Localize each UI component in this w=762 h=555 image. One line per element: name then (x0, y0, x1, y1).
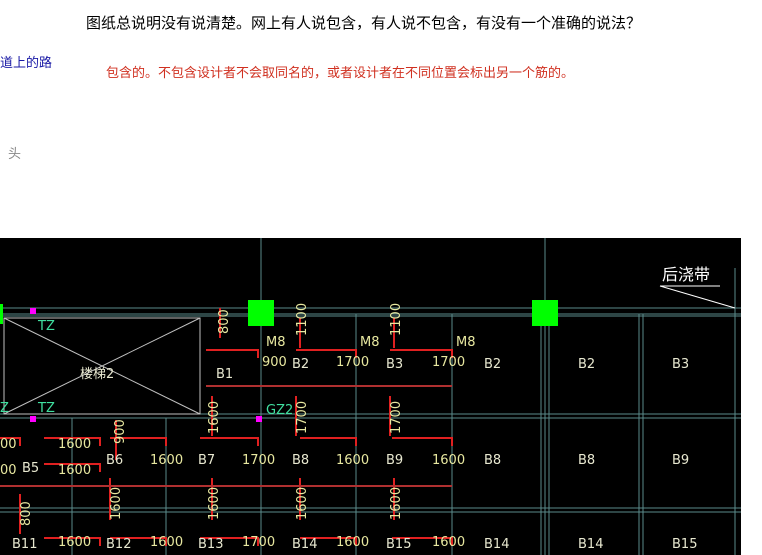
slab-tags: B1 B2 B3 B2 B2 B3 B5 B6 B7 B8 B9 B8 B8 B… (12, 357, 697, 552)
dim-1600: 1600 (432, 453, 465, 468)
slab-tag: B8 (292, 453, 309, 468)
dim-1600: 1600 (58, 463, 91, 478)
dim-1100: 1100 (389, 303, 404, 336)
slab-tag: B9 (386, 453, 403, 468)
marker-3 (30, 416, 36, 422)
slab-tag: B2 (292, 357, 309, 372)
slab-tag: B7 (198, 453, 215, 468)
gz2-label: GZ2 (266, 403, 293, 418)
dim-1600: 1600 (295, 487, 310, 520)
dim-1600: 1600 (432, 535, 465, 550)
dimension-labels: 800 1100 1100 900 1700 1700 1600 1700 17… (0, 303, 465, 550)
column-2 (532, 300, 558, 326)
dim-1700: 1700 (242, 453, 275, 468)
tz-label-2: TZ (37, 401, 55, 416)
text-fragment: 头 (8, 147, 22, 162)
dim-1700: 1700 (295, 401, 310, 434)
stair-label: 楼梯2 (80, 367, 114, 382)
rebar-lines (0, 308, 453, 546)
marker-2 (256, 416, 262, 422)
dim-900: 900 (262, 355, 287, 370)
m8-label-2: M8 (360, 335, 380, 350)
dim-1600: 1600 (109, 487, 124, 520)
dim-1600: 1600 (58, 437, 91, 452)
slab-tag: B3 (672, 357, 689, 372)
sidebar-link[interactable]: 道上的路 (0, 56, 53, 71)
stair-box (3, 317, 201, 415)
dim-1600: 1600 (207, 401, 222, 434)
slab-tag: B13 (198, 537, 223, 552)
column-1 (248, 300, 274, 326)
slab-tag: B9 (672, 453, 689, 468)
dim-800: 800 (217, 309, 232, 334)
slab-tag: B14 (484, 537, 509, 552)
slab-tag: B8 (578, 453, 595, 468)
slab-tag: B15 (386, 537, 411, 552)
slab-tag: B11 (12, 537, 37, 552)
marker-1 (30, 308, 36, 314)
dim-1700: 1700 (242, 535, 275, 550)
slab-tag: B8 (484, 453, 501, 468)
dim-1700: 1700 (336, 355, 369, 370)
cad-canvas: 后浇带 楼梯2 TZ TZ GZ2 Z M8 M8 M8 800 1100 11… (0, 238, 741, 555)
dim-1600: 1600 (58, 535, 91, 550)
dim-1100: 1100 (295, 303, 310, 336)
dim-00: 00 (0, 463, 17, 478)
dim-800: 800 (19, 501, 34, 526)
m8-label-1: M8 (266, 335, 286, 350)
post-question: 图纸总说明没有说清楚。网上有人说包含，有人说不包含，有没有一个准确的说法？ (86, 14, 642, 32)
grid-lines (0, 238, 741, 555)
m8-label-3: M8 (456, 335, 476, 350)
cad-drawing-screenshot: 后浇带 楼梯2 TZ TZ GZ2 Z M8 M8 M8 800 1100 11… (0, 238, 741, 555)
slab-tag: B15 (672, 537, 697, 552)
dim-1700: 1700 (389, 401, 404, 434)
slab-tag: B2 (578, 357, 595, 372)
z-label: Z (0, 401, 9, 416)
slab-tag: B14 (292, 537, 317, 552)
slab-tag: B5 (22, 461, 39, 476)
tz-label-1: TZ (37, 319, 55, 334)
dim-1600: 1600 (336, 535, 369, 550)
post-pour-band-label: 后浇带 (662, 265, 710, 284)
dim-1700: 1700 (432, 355, 465, 370)
dim-1600: 1600 (336, 453, 369, 468)
dim-00: 00 (0, 437, 17, 452)
slab-tag: B1 (216, 367, 233, 382)
slab-tag: B14 (578, 537, 603, 552)
slab-tag: B12 (106, 537, 131, 552)
post-answer: 包含的。不包含设计者不会取同名的，或者设计者在不同位置会标出另一个筋的。 (106, 66, 575, 81)
slab-tag: B6 (106, 453, 123, 468)
slab-tag: B2 (484, 357, 501, 372)
dim-1600: 1600 (150, 453, 183, 468)
dim-1600: 1600 (389, 487, 404, 520)
slab-tag: B3 (386, 357, 403, 372)
dim-900: 900 (113, 419, 128, 444)
marker-4 (0, 304, 3, 324)
dim-1600: 1600 (207, 487, 222, 520)
dim-1600: 1600 (150, 535, 183, 550)
